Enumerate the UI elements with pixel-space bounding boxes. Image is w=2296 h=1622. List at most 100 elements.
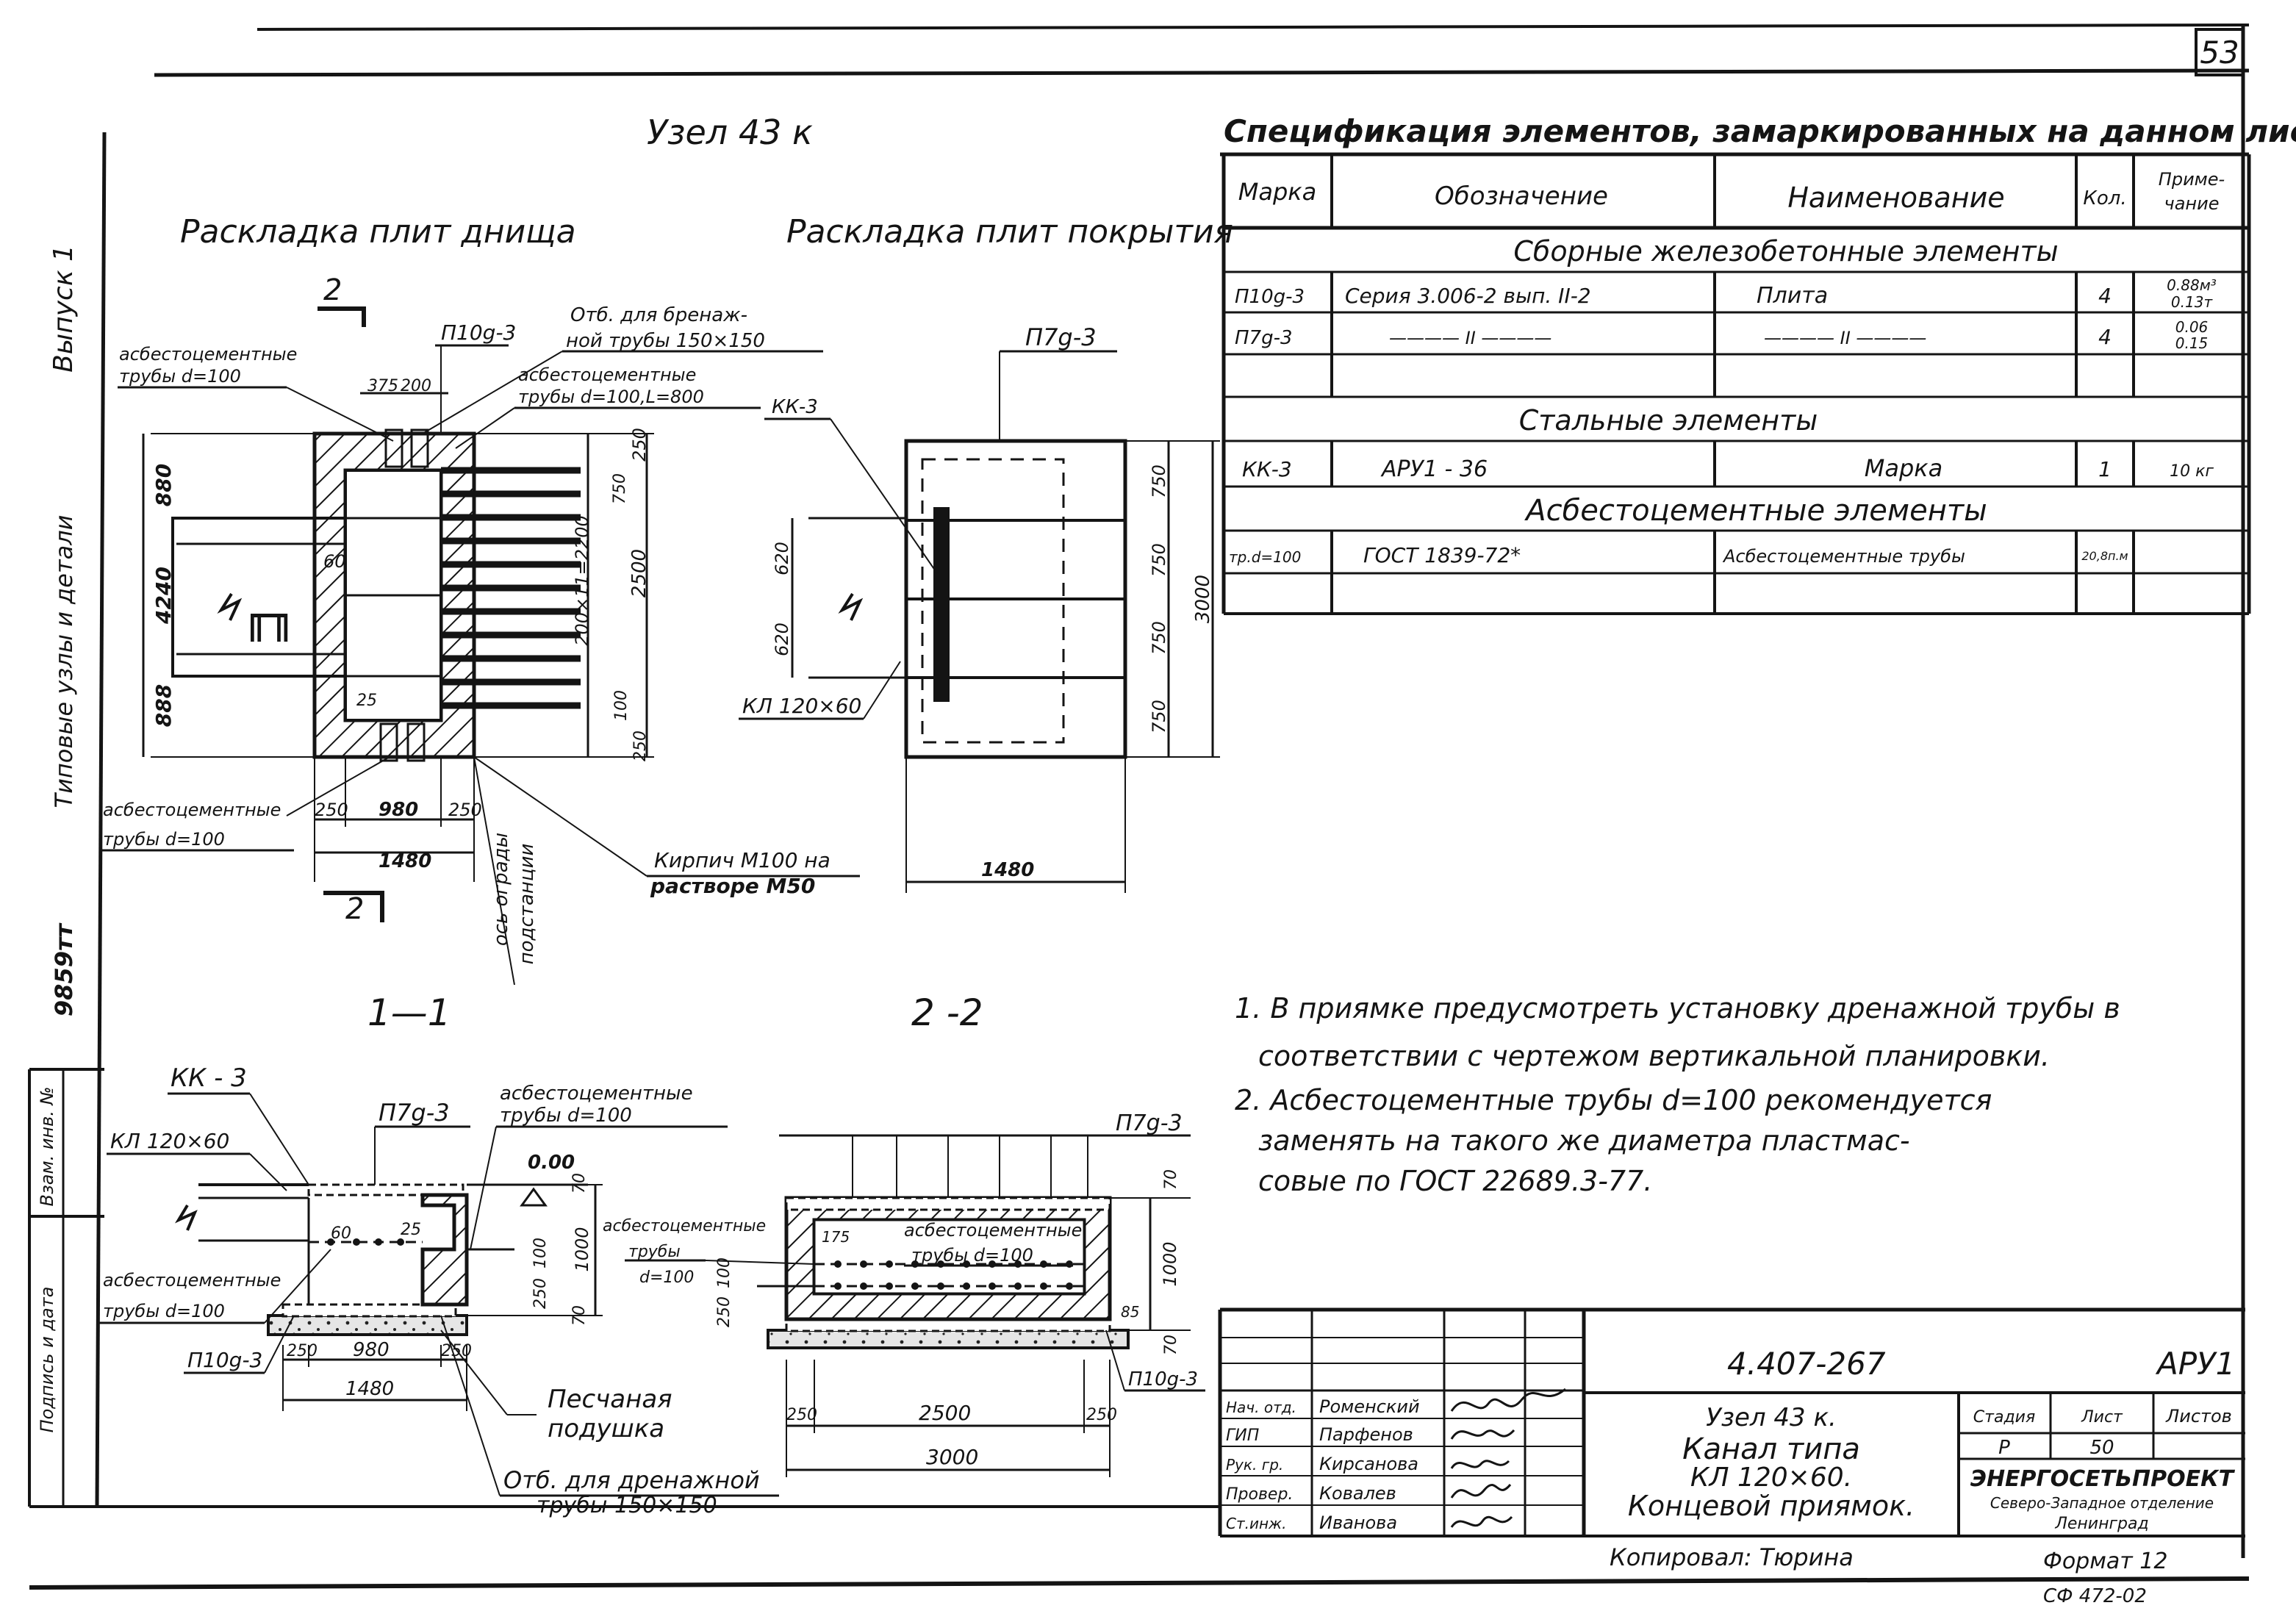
label-pipes-c-1: асбестоцементные xyxy=(103,800,281,820)
section-1-1: 1—1 0.00 70 100 250 1000 70 60 xyxy=(99,991,779,1518)
sheet-number-box xyxy=(2195,28,2245,76)
album-code: 9859тт xyxy=(50,922,78,1016)
dim-1000-11: 1000 xyxy=(572,1227,592,1271)
doc-mark: АРУ1 xyxy=(2155,1346,2235,1382)
spec-r5-mark: тр.d=100 xyxy=(1229,548,1301,566)
dim-60: 60 xyxy=(323,551,346,572)
org-branch: Северо-Западное отделение xyxy=(1990,1494,2214,1512)
spec-r4-note: 10 кг xyxy=(2170,462,2214,481)
note-line-4: заменять на такого же диаметра пластмас- xyxy=(1258,1124,1910,1157)
dim-100: 100 xyxy=(612,690,631,721)
spec-header-name: Наименование xyxy=(1787,182,2004,214)
section-22-title: 2 -2 xyxy=(911,991,983,1034)
dim-70-22: 70 xyxy=(1162,1169,1180,1190)
name-3: Ковалев xyxy=(1319,1483,1396,1504)
stage-value: Р xyxy=(1998,1437,2010,1459)
dim-25-11: 25 xyxy=(401,1221,421,1239)
org-name: ЭНЕРГОСЕТЬПРОЕКТ xyxy=(1970,1466,2236,1492)
channel-symbol: ╓╖ xyxy=(243,590,295,642)
series-title: Типовые узлы и детали xyxy=(50,515,78,808)
label-opening-11-1: Отб. для дренажной xyxy=(503,1466,760,1494)
dim-3000-22: 3000 xyxy=(926,1445,978,1469)
dim-200: 200 xyxy=(401,377,431,395)
dim-2500: 2500 xyxy=(628,549,650,598)
sheets-label: Листов xyxy=(2165,1406,2232,1427)
dim-250c-11: 250 xyxy=(441,1342,472,1360)
label-pipes-11-2: трубы d=100 xyxy=(500,1105,632,1127)
spec-r1-designation: Серия 3.006-2 вып. II-2 xyxy=(1345,284,1591,308)
spec-r5-designation: ГОСТ 1839-72* xyxy=(1363,543,1521,567)
spec-r1-qty: 4 xyxy=(2098,284,2112,308)
signatures xyxy=(1450,1388,1566,1528)
spec-group-3: Асбестоцементные элементы xyxy=(1524,494,1987,528)
label-pipes-11-b2: трубы d=100 xyxy=(103,1301,225,1321)
plan-top-title: Раскладка плит покрытия xyxy=(786,213,1233,251)
spec-r2-mark: П7g-3 xyxy=(1235,327,1293,349)
label-pipes-a-1: асбестоцементные xyxy=(119,344,297,365)
title-block: Нач. отд. ГИП Рук. гр. Провер. Ст.инж. Р… xyxy=(1218,1307,2245,1607)
label-kl-11: КЛ 120×60 xyxy=(110,1129,229,1153)
dim-750d: 750 xyxy=(1149,700,1169,733)
label-axis-1: ось ограды xyxy=(490,833,512,946)
name-4: Иванова xyxy=(1319,1512,1397,1533)
spec-header-mark: Марка xyxy=(1238,178,1316,206)
spec-r2-qty: 4 xyxy=(2098,325,2112,349)
dim-70b-11: 70 xyxy=(570,1305,589,1326)
dim-100-22: 100 xyxy=(715,1257,733,1288)
label-pipes-22-b1: асбестоцементные xyxy=(904,1220,1082,1241)
dim-250d: 250 xyxy=(448,800,482,820)
dim-980: 980 xyxy=(379,799,418,821)
label-p7-22: П7g-3 xyxy=(1116,1110,1183,1136)
notes: 1. В приямке предусмотреть установку дре… xyxy=(1235,992,2120,1197)
spec-r2-note-1: 0.06 xyxy=(2175,318,2209,336)
spec-r2-note-2: 0.15 xyxy=(2175,334,2209,352)
label-channel-kl: КЛ 120×60 xyxy=(742,694,861,718)
spec-header-note-1: Приме- xyxy=(2159,169,2225,190)
issue-label: Выпуск 1 xyxy=(49,245,79,373)
left-margin: Выпуск 1 Типовые узлы и детали 9859тт Вз… xyxy=(37,245,79,1432)
dim-25: 25 xyxy=(356,692,377,710)
stamp-label-1: Взам. инв. № xyxy=(37,1087,57,1207)
label-sand-1: Песчаная xyxy=(548,1385,672,1414)
label-slab-p10: П10g-3 xyxy=(441,320,516,345)
spec-r4-designation: АРУ1 - 36 xyxy=(1380,456,1488,482)
spec-group-1: Сборные железобетонные элементы xyxy=(1513,235,2058,268)
spec-r2-designation: ———— II ———— xyxy=(1389,328,1551,348)
section-mark-top: 2 xyxy=(323,273,342,307)
stage-label: Стадия xyxy=(1973,1408,2035,1427)
tb-title-4: Концевой приямок. xyxy=(1628,1490,1915,1522)
role-3: Провер. xyxy=(1226,1485,1293,1504)
label-sand-2: подушка xyxy=(548,1414,664,1443)
label-opening-1: Отб. для бренаж- xyxy=(570,304,747,326)
label-pipes-22-a2: трубы xyxy=(628,1243,681,1261)
dim-620a: 620 xyxy=(772,542,792,575)
dim-70-11: 70 xyxy=(570,1173,589,1194)
sheet-label: Лист xyxy=(2081,1408,2123,1427)
dim-250b: 250 xyxy=(631,731,650,761)
plan-bottom-slabs: Раскладка плит днища 2 2 ╓╖ xyxy=(99,213,860,986)
name-0: Роменский xyxy=(1319,1396,1420,1417)
dim-85-22: 85 xyxy=(1121,1303,1139,1321)
role-2: Рук. гр. xyxy=(1226,1456,1283,1474)
dim-3000: 3000 xyxy=(1192,575,1214,623)
role-0: Нач. отд. xyxy=(1226,1399,1296,1416)
role-4: Ст.инж. xyxy=(1226,1515,1286,1532)
dim-60-11: 60 xyxy=(331,1224,351,1243)
spec-r1-mark: П10g-3 xyxy=(1235,286,1305,308)
label-zero: 0.00 xyxy=(528,1152,575,1174)
label-pipes-22-a1: асбестоцементные xyxy=(603,1217,766,1235)
dim-250c: 250 xyxy=(315,800,348,820)
spec-title: Спецификация элементов, замаркированных … xyxy=(1224,113,2296,149)
stamp-label-2: Подпись и дата xyxy=(37,1287,57,1433)
node-title: Узел 43 к xyxy=(647,112,813,152)
inv-number: СФ 472-02 xyxy=(2043,1585,2147,1607)
name-2: Кирсанова xyxy=(1319,1454,1418,1474)
spec-r4-mark: КК-3 xyxy=(1242,457,1292,481)
dim-888: 888 xyxy=(151,684,176,727)
dim-750: 750 xyxy=(611,473,629,504)
dim-620b: 620 xyxy=(772,622,792,656)
doc-code: 4.407-267 xyxy=(1727,1346,1886,1382)
org-city: Ленинград xyxy=(2054,1515,2148,1533)
dim-2500-22: 2500 xyxy=(919,1401,971,1425)
section-2-2: 2 -2 П7g-3 xyxy=(603,991,1205,1477)
